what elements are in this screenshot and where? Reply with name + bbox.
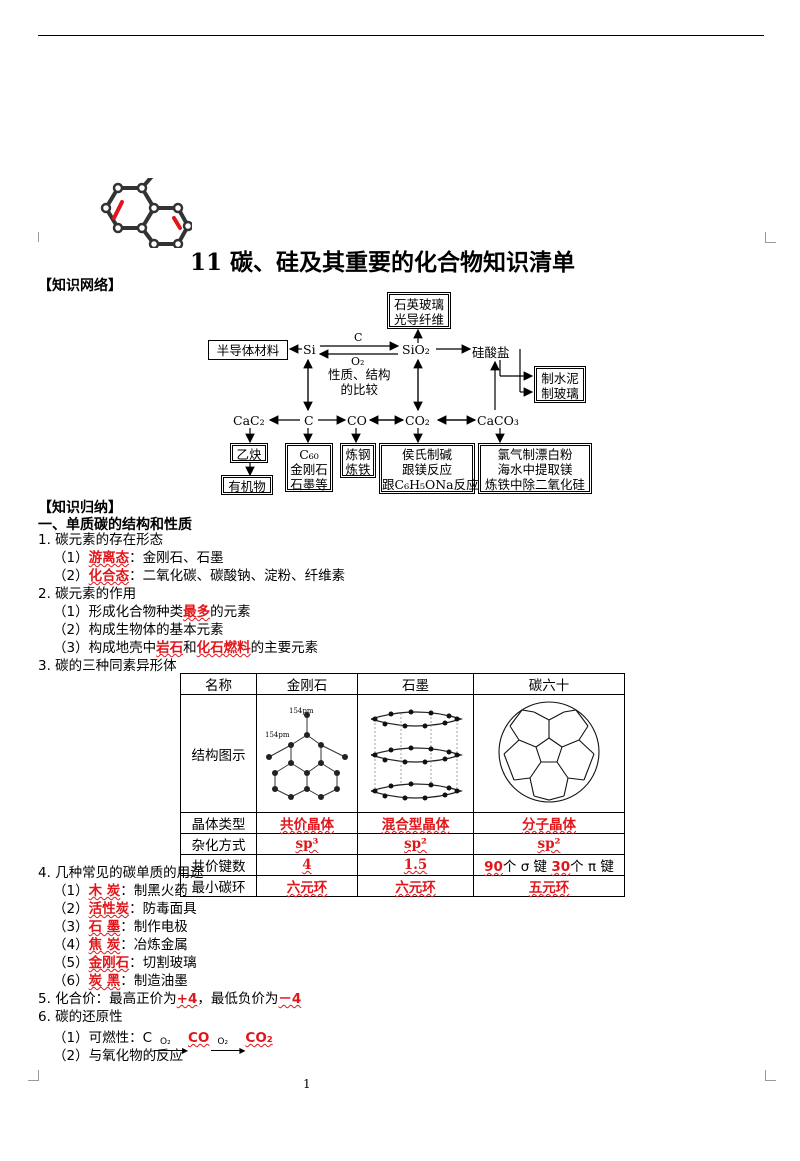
- cement-box: 制水泥 制玻璃: [534, 366, 586, 403]
- co2-label: CO₂: [405, 413, 430, 428]
- page-title: 11 碳、硅及其重要的化合物知识清单: [190, 249, 576, 276]
- use-item: （4）焦 炭：冶炼金属: [53, 937, 188, 953]
- graphite-hybrid: sp²: [357, 833, 474, 855]
- row-label: 最小碳环: [180, 875, 257, 897]
- c-reagent-label: C: [354, 331, 363, 344]
- co-label: CO: [347, 413, 367, 428]
- compare-label: 性质、结构 的比较: [328, 367, 391, 397]
- item-6a: （1）可燃性：C O₂ ▶ CO O₂ ▶ CO₂: [53, 1030, 273, 1055]
- c60-ring: 五元环: [473, 875, 625, 897]
- c60-hybrid: sp²: [473, 833, 625, 855]
- table-header: 名称: [180, 673, 257, 695]
- si-label: Si: [303, 342, 316, 357]
- use-item: （6）炭 黑：制造油墨: [53, 973, 188, 989]
- section-part1: 一、单质碳的结构和性质: [38, 517, 192, 533]
- crop-mark: [765, 1070, 776, 1081]
- use-item: （1）木 炭：制黑火药: [53, 883, 188, 899]
- o2-reagent-label: O₂: [351, 355, 365, 368]
- diamond-ring: 六元环: [256, 875, 358, 897]
- graphite-structure-cell: [357, 694, 474, 813]
- item-1b: （2）化合态：二氧化碳、碳酸钠、淀粉、纤维素: [53, 568, 346, 584]
- table-header: 石墨: [357, 673, 474, 695]
- allotropes-box: C₆₀ 金刚石 石墨等: [285, 443, 333, 492]
- c60-bonds: 90个 σ 键 30个 π 键: [473, 854, 625, 876]
- acetylene-box: 乙炔: [230, 443, 268, 463]
- use-item: （3）石 墨：制作电极: [53, 919, 188, 935]
- smelt-box: 炼钢 炼铁: [340, 443, 376, 478]
- item-1a: （1）游离态：金刚石、石墨: [53, 550, 224, 566]
- uses-box: 氯气制漂白粉 海水中提取镁 炼铁中除二氧化硅: [478, 443, 592, 494]
- graphite-crystal: 混合型晶体: [357, 812, 474, 834]
- table-header: 金刚石: [256, 673, 358, 695]
- c60-structure-cell: [473, 694, 625, 813]
- c-label: C: [304, 413, 314, 428]
- allotrope-table: 名称 金刚石 石墨 碳六十 结构图示: [180, 673, 625, 897]
- cac2-label: CaC₂: [233, 413, 265, 428]
- diamond-hybrid: sp³: [256, 833, 358, 855]
- crop-mark: [28, 232, 39, 242]
- table-header: 碳六十: [473, 673, 625, 695]
- organic-box: 有机物: [221, 475, 273, 495]
- section-summary: 【知识归纳】: [38, 500, 122, 516]
- crop-mark: [28, 1070, 39, 1081]
- caco3-label: CaCO₃: [477, 413, 519, 428]
- bond-length-label: 154pm: [265, 731, 290, 739]
- crop-mark: [765, 232, 776, 243]
- item-2a: （1）形成化合物种类最多的元素: [53, 604, 251, 620]
- item-5: 5. 化合价：最高正价为+4，最低负价为－4: [38, 991, 302, 1007]
- struct-label: 结构图示: [180, 694, 257, 813]
- section-network: 【知识网络】: [38, 278, 122, 294]
- use-item: （2）活性炭：防毒面具: [53, 901, 197, 917]
- item-2c: （3）构成地壳中岩石和化石燃料的主要元素: [53, 640, 319, 656]
- item-2: 2. 碳元素的作用: [38, 586, 137, 602]
- item-6: 6. 碳的还原性: [38, 1009, 123, 1025]
- page-number: 1: [303, 1077, 311, 1091]
- item-2b: （2）构成生物体的基本元素: [53, 622, 224, 638]
- diamond-structure-cell: 154pm 154pm: [256, 694, 358, 813]
- graphite-ring: 六元环: [357, 875, 474, 897]
- header-rule: [38, 35, 764, 36]
- item-3: 3. 碳的三种同素异形体: [38, 658, 177, 674]
- item-1: 1. 碳元素的存在形态: [38, 532, 164, 548]
- use-item: （5）金刚石：切割玻璃: [53, 955, 197, 971]
- c60-crystal: 分子晶体: [473, 812, 625, 834]
- graphite-structure-icon: [370, 709, 463, 800]
- silicate-label: 硅酸盐: [472, 345, 510, 360]
- graphite-bonds: 1.5: [357, 854, 474, 876]
- hou-box: 侯氏制碱 跟镁反应 跟C₆H₅ONa反应: [379, 443, 479, 494]
- row-label: 晶体类型: [180, 812, 257, 834]
- quartz-box: 石英玻璃 光导纤维: [387, 292, 451, 329]
- row-label: 共价键数: [180, 854, 257, 876]
- naphthalene-logo-icon: [100, 178, 192, 248]
- diamond-crystal: 共价晶体: [256, 812, 358, 834]
- item-4: 4. 几种常见的碳单质的用途: [38, 865, 204, 881]
- diamond-structure-icon: 154pm 154pm: [265, 707, 348, 800]
- row-label: 杂化方式: [180, 833, 257, 855]
- c60-structure-icon: [498, 700, 600, 803]
- semiconductor-box: 半导体材料: [208, 340, 288, 360]
- network-arrows: [245, 328, 534, 477]
- bond-length-label: 154pm: [289, 707, 314, 715]
- diamond-bonds: 4: [256, 854, 358, 876]
- sio2-label: SiO₂: [402, 342, 430, 357]
- item-6b: （2）与氧化物的反应: [53, 1048, 184, 1064]
